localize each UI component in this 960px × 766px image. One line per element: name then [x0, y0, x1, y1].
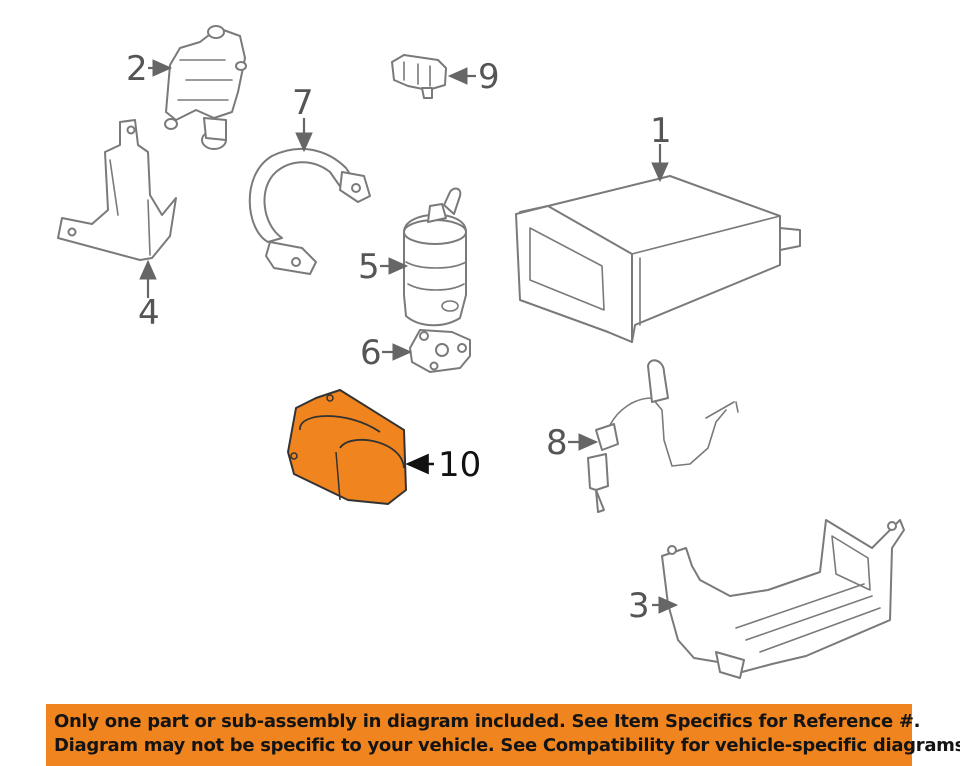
callout-2: 2: [126, 49, 148, 89]
part-10-actuator: [287, 389, 407, 505]
callout-1: 1: [650, 111, 672, 151]
part-9-connector: [391, 54, 447, 99]
callout-9: 9: [478, 57, 500, 97]
part-5-egr-valve: [403, 187, 467, 327]
part-4-bracket: [57, 119, 177, 261]
callout-7: 7: [292, 83, 314, 123]
disclaimer-banner: Only one part or sub-assembly in diagram…: [46, 704, 960, 766]
part-8-sensor: [587, 359, 739, 513]
disclaimer-line-2: Diagram may not be specific to your vehi…: [54, 735, 960, 756]
part-1-canister: [515, 175, 801, 343]
part-2-valve: [164, 25, 247, 150]
callout-4: 4: [138, 293, 160, 333]
callout-5: 5: [358, 247, 380, 287]
part-3-tray: [661, 519, 905, 679]
callout-10: 10: [438, 445, 481, 485]
callout-3: 3: [628, 586, 650, 626]
callout-8: 8: [546, 423, 568, 463]
part-7-hose: [248, 147, 371, 275]
disclaimer-line-1: Only one part or sub-assembly in diagram…: [54, 711, 921, 732]
callout-6: 6: [360, 333, 382, 373]
part-6-gasket: [409, 329, 471, 373]
